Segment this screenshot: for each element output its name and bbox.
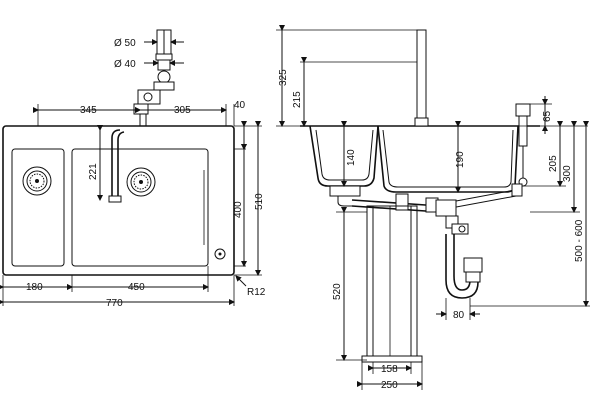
diameter-50-label: Ø 50: [114, 38, 136, 49]
dim-190: 190: [455, 151, 466, 168]
large-bowl-drain-icon: [126, 167, 156, 197]
dim-400: 400: [233, 201, 244, 218]
dim-325: 325: [278, 69, 289, 86]
tap-spout-icon: [108, 129, 125, 203]
dim-40: 40: [234, 100, 246, 111]
dim-345: 345: [80, 105, 97, 116]
dim-140: 140: [346, 149, 357, 166]
dim-180: 180: [26, 282, 43, 293]
dim-520: 520: [332, 283, 343, 300]
large-bowl-outline: [71, 148, 209, 267]
dim-205: 205: [548, 155, 559, 172]
dim-510: 510: [254, 193, 265, 210]
dim-65: 65: [542, 110, 553, 122]
drain-control-icon: [515, 103, 531, 187]
tap-mount-icon: [133, 29, 175, 126]
radius-r12-label: R12: [247, 287, 266, 298]
dim-305: 305: [174, 105, 191, 116]
tap-column-icon: [416, 29, 427, 127]
dim-80: 80: [453, 310, 465, 321]
dim-500-600: 500 - 600: [574, 219, 585, 262]
support-column-icon: [361, 205, 423, 363]
dim-300: 300: [562, 165, 573, 182]
dim-158: 158: [381, 364, 398, 375]
large-bowl-section: [377, 125, 519, 193]
small-bowl-drain-icon: [22, 166, 52, 196]
dim-221: 221: [88, 163, 99, 180]
sink-outline: [2, 125, 235, 276]
diameter-40-label: Ø 40: [114, 59, 136, 70]
dim-250: 250: [381, 380, 398, 391]
sink-top-view: Ø 50 Ø 40 345 305 40 221 400 510 R12: [0, 29, 266, 309]
drain-pipes-icon: [329, 183, 523, 299]
small-bowl-outline: [11, 148, 65, 267]
sink-side-view: 325 215 140 190 65 205 300 500 - 600 520: [276, 25, 590, 391]
dim-215: 215: [292, 91, 303, 108]
overflow-button-icon: [214, 248, 226, 260]
dim-770: 770: [106, 298, 123, 309]
dim-450: 450: [128, 282, 145, 293]
